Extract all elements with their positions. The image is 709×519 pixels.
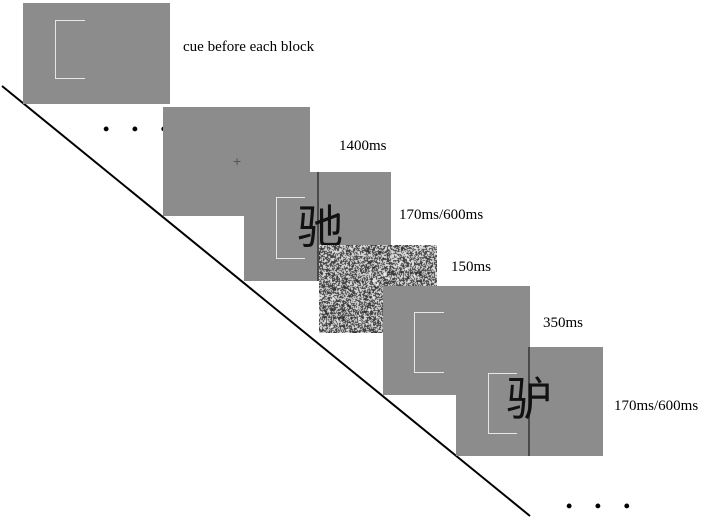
stimulus2-bracket <box>488 373 517 434</box>
mask-duration-label: 150ms <box>451 259 492 275</box>
stimulus2-duration-label: 170ms/600ms <box>614 398 699 414</box>
stimulus1-midline <box>317 172 319 281</box>
stimulus2-midline <box>528 347 530 456</box>
fixation-duration-label: 1400ms <box>339 138 387 154</box>
cue-frame <box>23 3 170 104</box>
ellipsis-top: • • • <box>103 119 176 139</box>
timeline-line <box>1 85 531 517</box>
ellipsis-bottom: • • • <box>566 496 639 516</box>
stimulus1-bracket <box>276 197 305 259</box>
cue-label: cue before each block <box>183 39 315 55</box>
stimulus1-duration-label: 170ms/600ms <box>399 207 484 223</box>
fixation-cross: + <box>233 153 242 169</box>
cue2-bracket <box>414 312 444 373</box>
stimulus2-frame: 驴 <box>456 347 603 456</box>
cue2-duration-label: 350ms <box>543 315 584 331</box>
cue-bracket <box>55 20 85 79</box>
stimulus1-character: 驰 <box>297 200 343 254</box>
stimulus2-character: 驴 <box>506 372 552 426</box>
